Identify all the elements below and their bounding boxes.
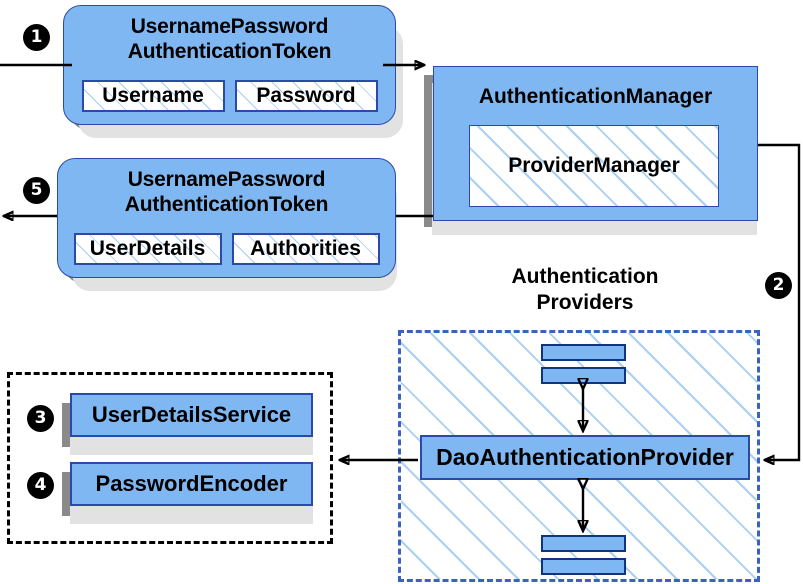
slot-password[interactable]: Password xyxy=(234,80,378,112)
request-token-box[interactable]: UsernamePassword AuthenticationToken Use… xyxy=(63,5,396,125)
response-token-title-line1: UsernamePassword xyxy=(127,168,326,191)
response-token-slots: UserDetails Authorities xyxy=(58,233,395,265)
response-token-title-line2: AuthenticationToken xyxy=(124,193,329,216)
step-bullet-5: 5 xyxy=(23,177,50,204)
step-bullet-3: 3 xyxy=(27,405,54,432)
request-token-title: UsernamePassword AuthenticationToken xyxy=(64,14,395,64)
authentication-manager-title: AuthenticationManager xyxy=(478,85,713,108)
providers-caption-line1: Authentication xyxy=(511,265,659,288)
step-bullet-1: 1 xyxy=(23,24,50,51)
collapsed-provider-top-1[interactable] xyxy=(541,344,626,361)
slot-user-details[interactable]: UserDetails xyxy=(73,233,222,265)
providers-caption-line2: Providers xyxy=(536,291,634,314)
step-bullet-2: 2 xyxy=(765,272,792,299)
response-token-box[interactable]: UsernamePassword AuthenticationToken Use… xyxy=(57,158,396,278)
slot-user-details-label: UserDetails xyxy=(89,237,206,260)
response-token-title: UsernamePassword AuthenticationToken xyxy=(58,167,395,217)
provider-manager-box[interactable]: ProviderManager xyxy=(469,125,719,207)
slot-authorities-label: Authorities xyxy=(250,237,361,260)
slot-username-label: Username xyxy=(102,84,204,107)
collapsed-provider-top-2[interactable] xyxy=(541,367,626,384)
provider-manager-label: ProviderManager xyxy=(508,154,680,177)
authentication-manager-box[interactable]: AuthenticationManager ProviderManager xyxy=(433,66,758,221)
user-details-service-box[interactable]: UserDetailsService xyxy=(70,393,313,437)
password-encoder-label: PasswordEncoder xyxy=(95,471,288,496)
password-encoder-box[interactable]: PasswordEncoder xyxy=(70,462,313,506)
collapsed-provider-bottom-2[interactable] xyxy=(541,558,626,575)
slot-username[interactable]: Username xyxy=(81,80,225,112)
user-details-service-label: UserDetailsService xyxy=(91,402,292,427)
slot-password-label: Password xyxy=(256,84,356,107)
dao-dependencies-group xyxy=(7,372,333,544)
request-token-slots: Username Password xyxy=(64,80,395,112)
providers-caption: Authentication Providers xyxy=(435,264,735,316)
request-token-title-line2: AuthenticationToken xyxy=(127,40,332,63)
dao-authentication-provider-box[interactable]: DaoAuthenticationProvider xyxy=(420,435,750,480)
wire-step2-manager-to-provider xyxy=(758,143,801,460)
dao-authentication-provider-label: DaoAuthenticationProvider xyxy=(436,444,734,470)
request-token-title-line1: UsernamePassword xyxy=(130,15,329,38)
step-bullet-4: 4 xyxy=(27,472,54,499)
slot-authorities[interactable]: Authorities xyxy=(231,233,380,265)
collapsed-provider-bottom-1[interactable] xyxy=(541,535,626,552)
